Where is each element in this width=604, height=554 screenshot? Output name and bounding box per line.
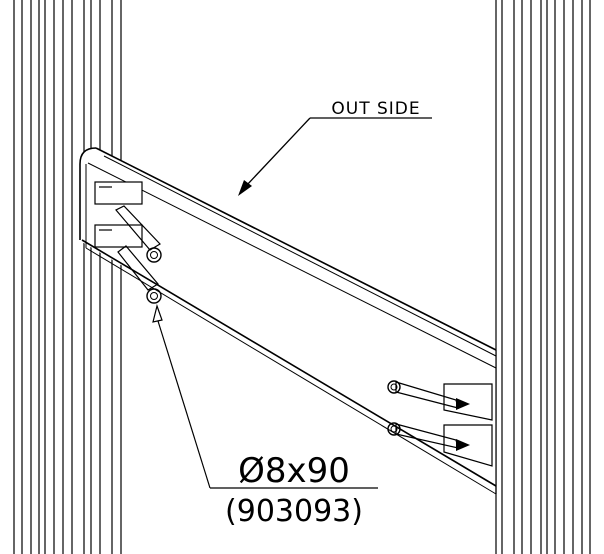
dowel-pin-icon [387,422,470,451]
dowel-pin-icon [117,245,162,304]
right-post [495,0,591,554]
out-side-label: OUT SIDE [331,99,420,119]
diagonal-beam [79,147,497,495]
right-dowel-slots [443,383,493,467]
leader-arrow-icon [152,303,163,323]
out-side-callout: OUT SIDE [238,92,432,196]
dowel-pin-icon [387,380,470,410]
left-post [13,0,122,554]
leader-arrow-icon [238,180,252,196]
dowel-size-label: Ø8x90 [238,451,350,491]
dowel-pin-icon [115,205,162,263]
left-dowel-slots [94,181,143,248]
part-number-label: (903093) [225,494,363,529]
dowel-spec-callout: Ø8x90 (903093) [152,303,378,529]
